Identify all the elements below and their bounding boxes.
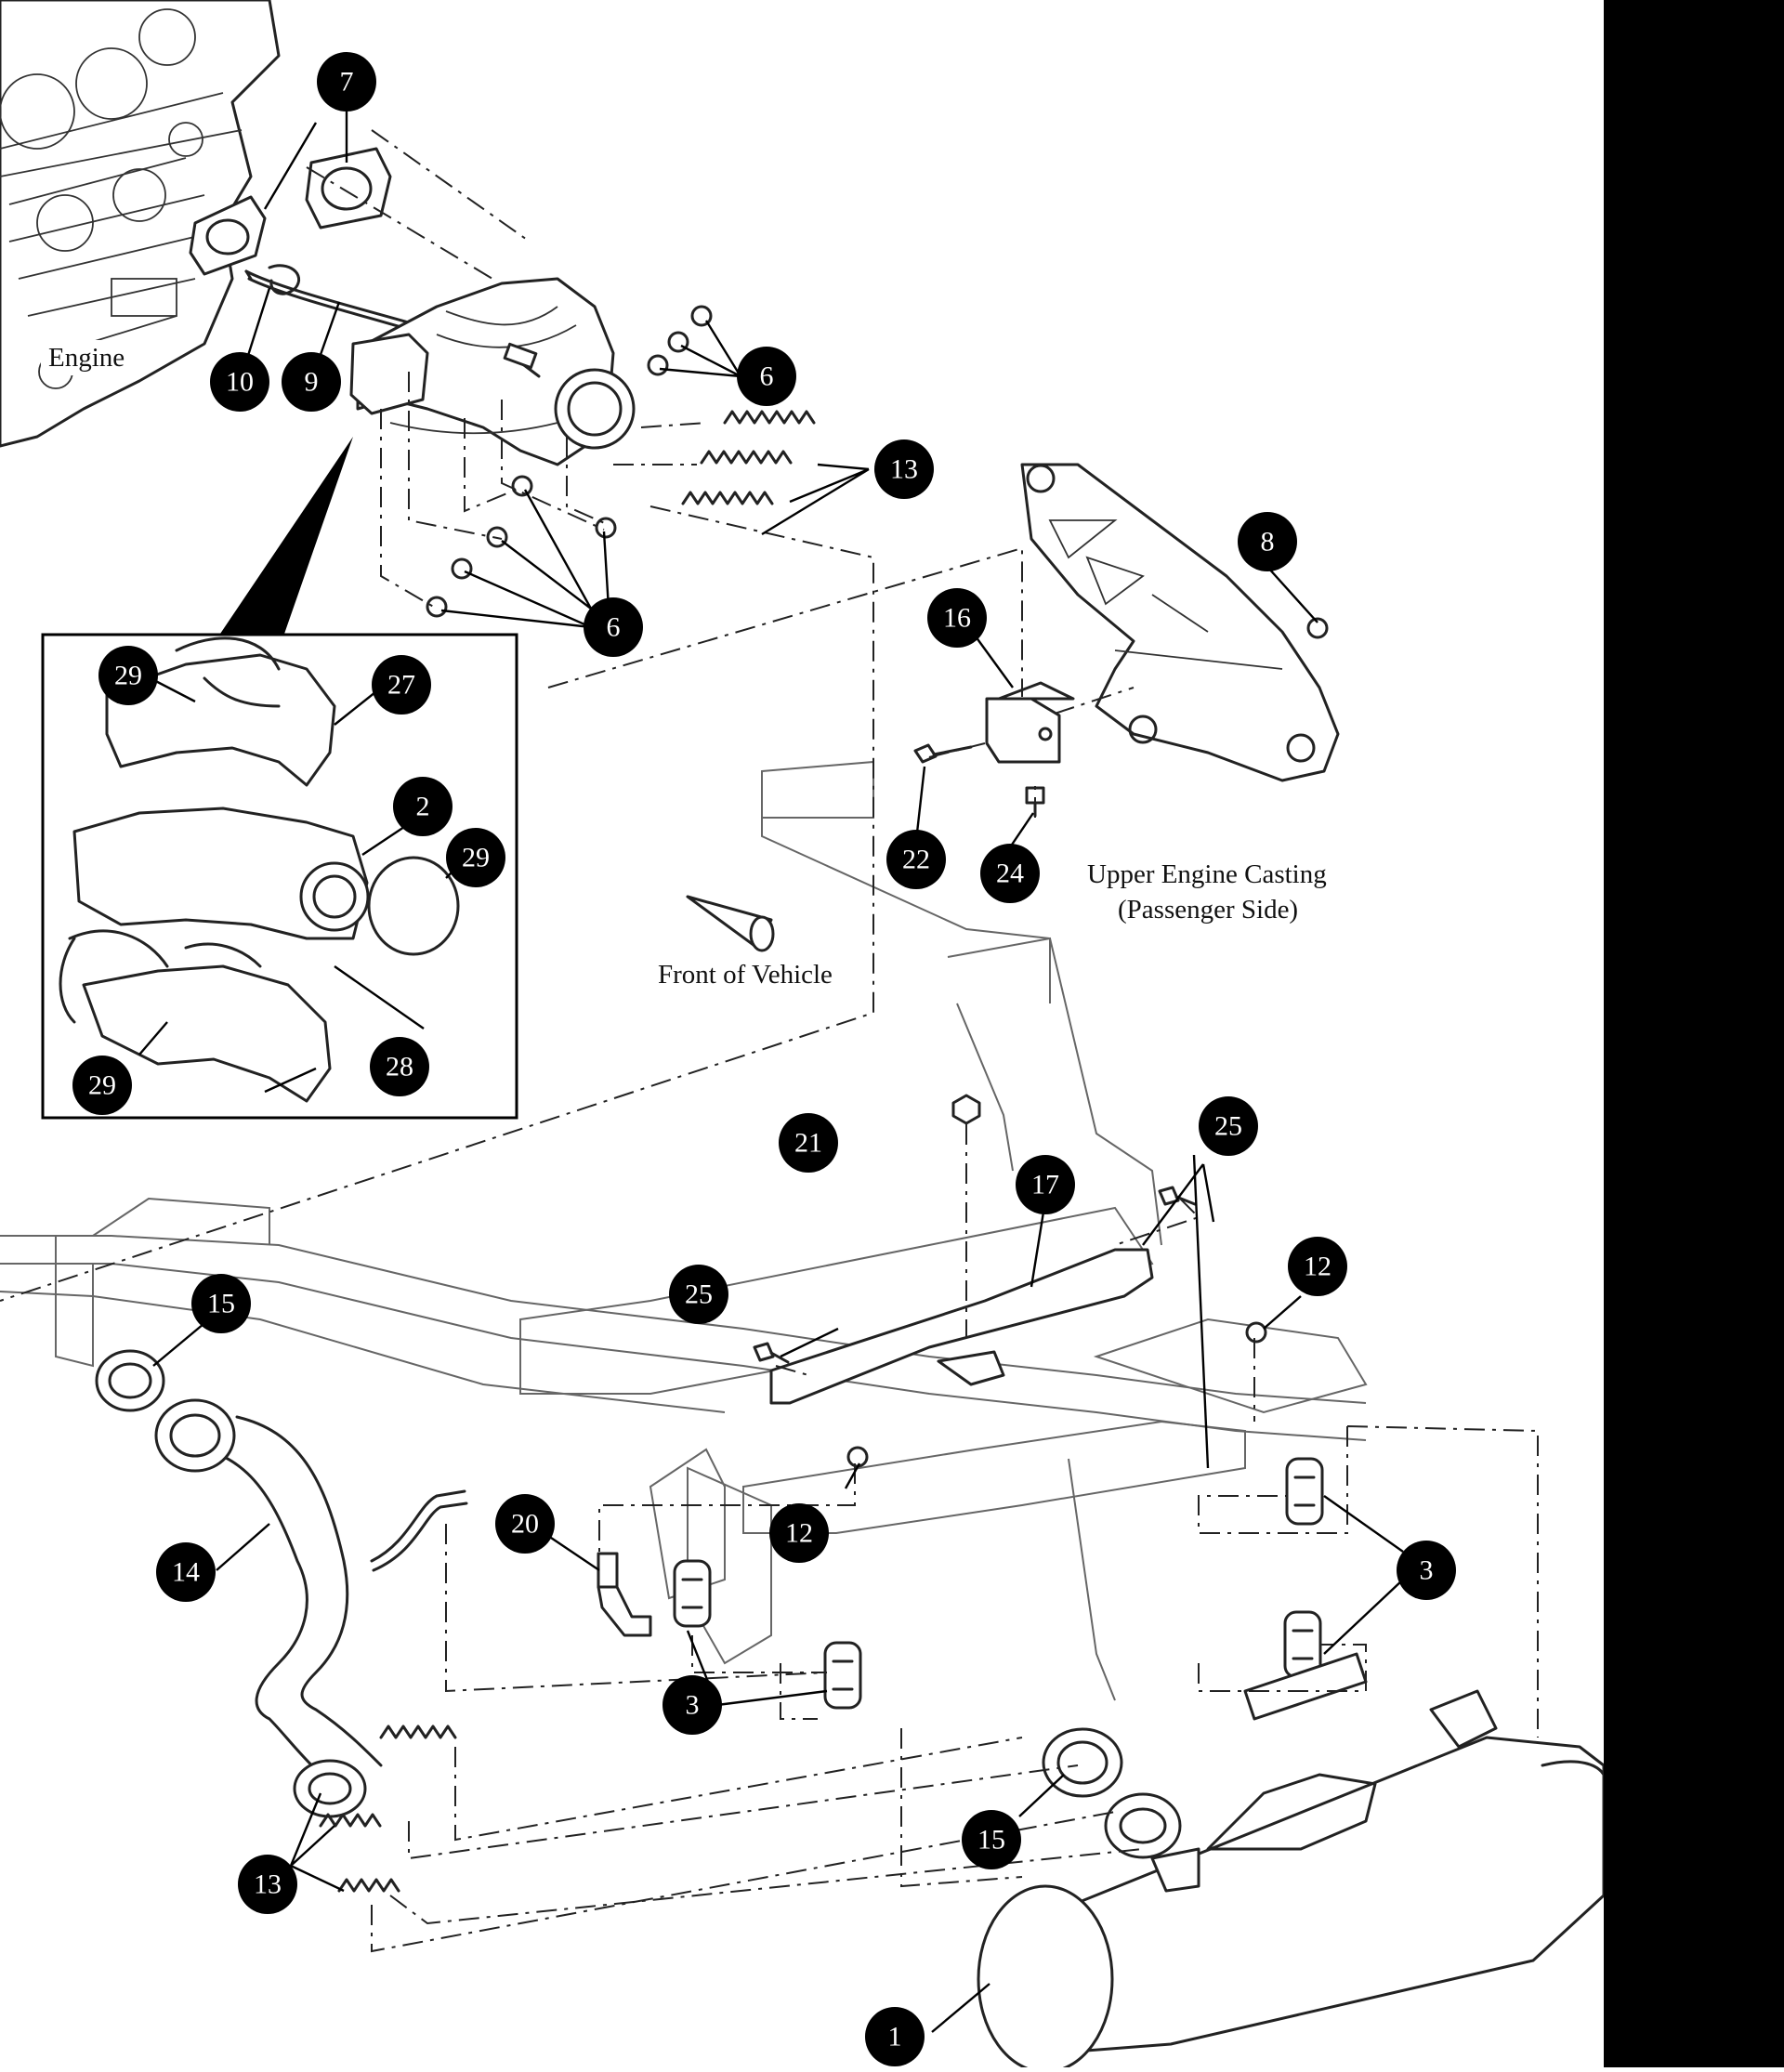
callout-1-text: 1 — [888, 2022, 902, 2052]
callout-13-lower: 13 — [238, 1855, 297, 1914]
callout-6-upper-text: 6 — [760, 361, 774, 392]
wire-clip — [268, 264, 301, 295]
engine-label-bg — [41, 340, 138, 375]
callout-7-text: 7 — [340, 67, 354, 98]
callout-20-text: 20 — [511, 1509, 539, 1540]
callout-14-text: 14 — [172, 1557, 200, 1588]
callout-3-left-text: 3 — [686, 1690, 700, 1721]
exhaust-pipe — [154, 1398, 468, 1818]
rubber-hangers — [673, 1457, 1324, 1710]
callout-10: 10 — [210, 352, 269, 412]
callout-16-text: 16 — [943, 603, 971, 634]
engine-block — [0, 0, 281, 448]
callout-16: 16 — [927, 588, 987, 648]
callout-7: 7 — [317, 52, 376, 111]
muffler — [977, 1652, 1606, 2072]
engine-label: Engine — [48, 343, 125, 373]
assembly-lines — [0, 129, 1539, 1953]
callout-2: 2 — [393, 777, 453, 836]
callout-13-lower-text: 13 — [254, 1869, 282, 1900]
callout-10-text: 10 — [226, 367, 254, 398]
heat-shield-bar — [769, 1248, 1154, 1405]
callout-25-left-text: 25 — [685, 1279, 713, 1310]
exhaust-fitting — [597, 1552, 652, 1637]
callout-3-left: 3 — [662, 1675, 722, 1735]
callout-15-front-text: 15 — [207, 1289, 235, 1319]
callout-28-text: 28 — [386, 1052, 413, 1082]
callout-25-left: 25 — [669, 1265, 728, 1324]
callout-3-right-text: 3 — [1420, 1555, 1434, 1586]
callout-27: 27 — [372, 655, 431, 715]
exhaust-pipe-gasket — [95, 1349, 165, 1412]
upper-engine-casting-label-1: Upper Engine Casting — [1087, 859, 1327, 889]
front-of-vehicle-label: Front of Vehicle — [658, 960, 833, 990]
callout-25-right-text: 25 — [1214, 1111, 1242, 1142]
exhaust-springs-upper — [681, 410, 816, 505]
callout-8: 8 — [1238, 512, 1297, 571]
callout-6-lower: 6 — [584, 597, 643, 657]
callout-12-left: 12 — [769, 1503, 829, 1563]
heat-shield-bolts — [753, 1186, 1197, 1364]
frame-nut — [951, 1094, 981, 1125]
callout-17: 17 — [1016, 1155, 1075, 1214]
callout-2-text: 2 — [416, 792, 430, 822]
callout-8-text: 8 — [1261, 527, 1275, 557]
callout-15-rear: 15 — [962, 1810, 1021, 1869]
upper-engine-casting — [1020, 463, 1340, 782]
callout-15-rear-text: 15 — [977, 1825, 1005, 1856]
callout-28: 28 — [370, 1037, 429, 1096]
casting-nut — [1306, 617, 1329, 639]
callout-21: 21 — [779, 1113, 838, 1173]
heat-shield-bracket — [985, 681, 1075, 764]
exhaust-springs-lower — [319, 1724, 457, 1893]
callout-15-front: 15 — [191, 1274, 251, 1333]
callout-12-right: 12 — [1288, 1237, 1347, 1296]
callout-29-inset-right: 29 — [446, 828, 505, 887]
callout-6-upper: 6 — [737, 347, 796, 406]
heat-shield-detail-inset — [41, 437, 518, 1120]
callout-9-text: 9 — [305, 367, 319, 398]
leader-lines — [138, 111, 1404, 2033]
callout-14: 14 — [156, 1542, 216, 1602]
callout-29-inset-bottom-text: 29 — [88, 1070, 116, 1101]
callout-9: 9 — [282, 352, 341, 412]
vehicle-frame — [0, 760, 1368, 1701]
callout-22: 22 — [886, 830, 946, 889]
callout-12-left-text: 12 — [785, 1518, 813, 1549]
callout-29-inset-top: 29 — [98, 646, 158, 705]
upper-engine-casting-label-2: (Passenger Side) — [1118, 895, 1298, 925]
callout-12-right-text: 12 — [1304, 1252, 1331, 1282]
callout-29-inset-top-text: 29 — [114, 661, 142, 691]
callout-6-lower-text: 6 — [607, 612, 621, 643]
callout-13-upper-text: 13 — [890, 454, 918, 485]
callout-29-inset-right-text: 29 — [462, 843, 490, 873]
callout-3-right: 3 — [1397, 1541, 1456, 1600]
callout-27-text: 27 — [387, 670, 415, 701]
callout-25-right: 25 — [1199, 1096, 1258, 1156]
callout-29-inset-bottom: 29 — [72, 1056, 132, 1115]
page-edge-band — [1604, 0, 1784, 2067]
callout-13-upper: 13 — [874, 439, 934, 499]
exhaust-manifold — [349, 277, 636, 466]
muffler-inlet-gasket — [1042, 1727, 1123, 1798]
callout-20: 20 — [495, 1494, 555, 1554]
exhaust-gasket — [189, 147, 392, 276]
callout-21-text: 21 — [794, 1128, 822, 1159]
callout-24: 24 — [980, 844, 1040, 903]
callout-22-text: 22 — [902, 845, 930, 875]
front-of-vehicle-arrow — [686, 895, 775, 952]
callout-1: 1 — [865, 2007, 925, 2066]
callout-24-text: 24 — [996, 859, 1024, 889]
callout-17-text: 17 — [1031, 1170, 1059, 1200]
